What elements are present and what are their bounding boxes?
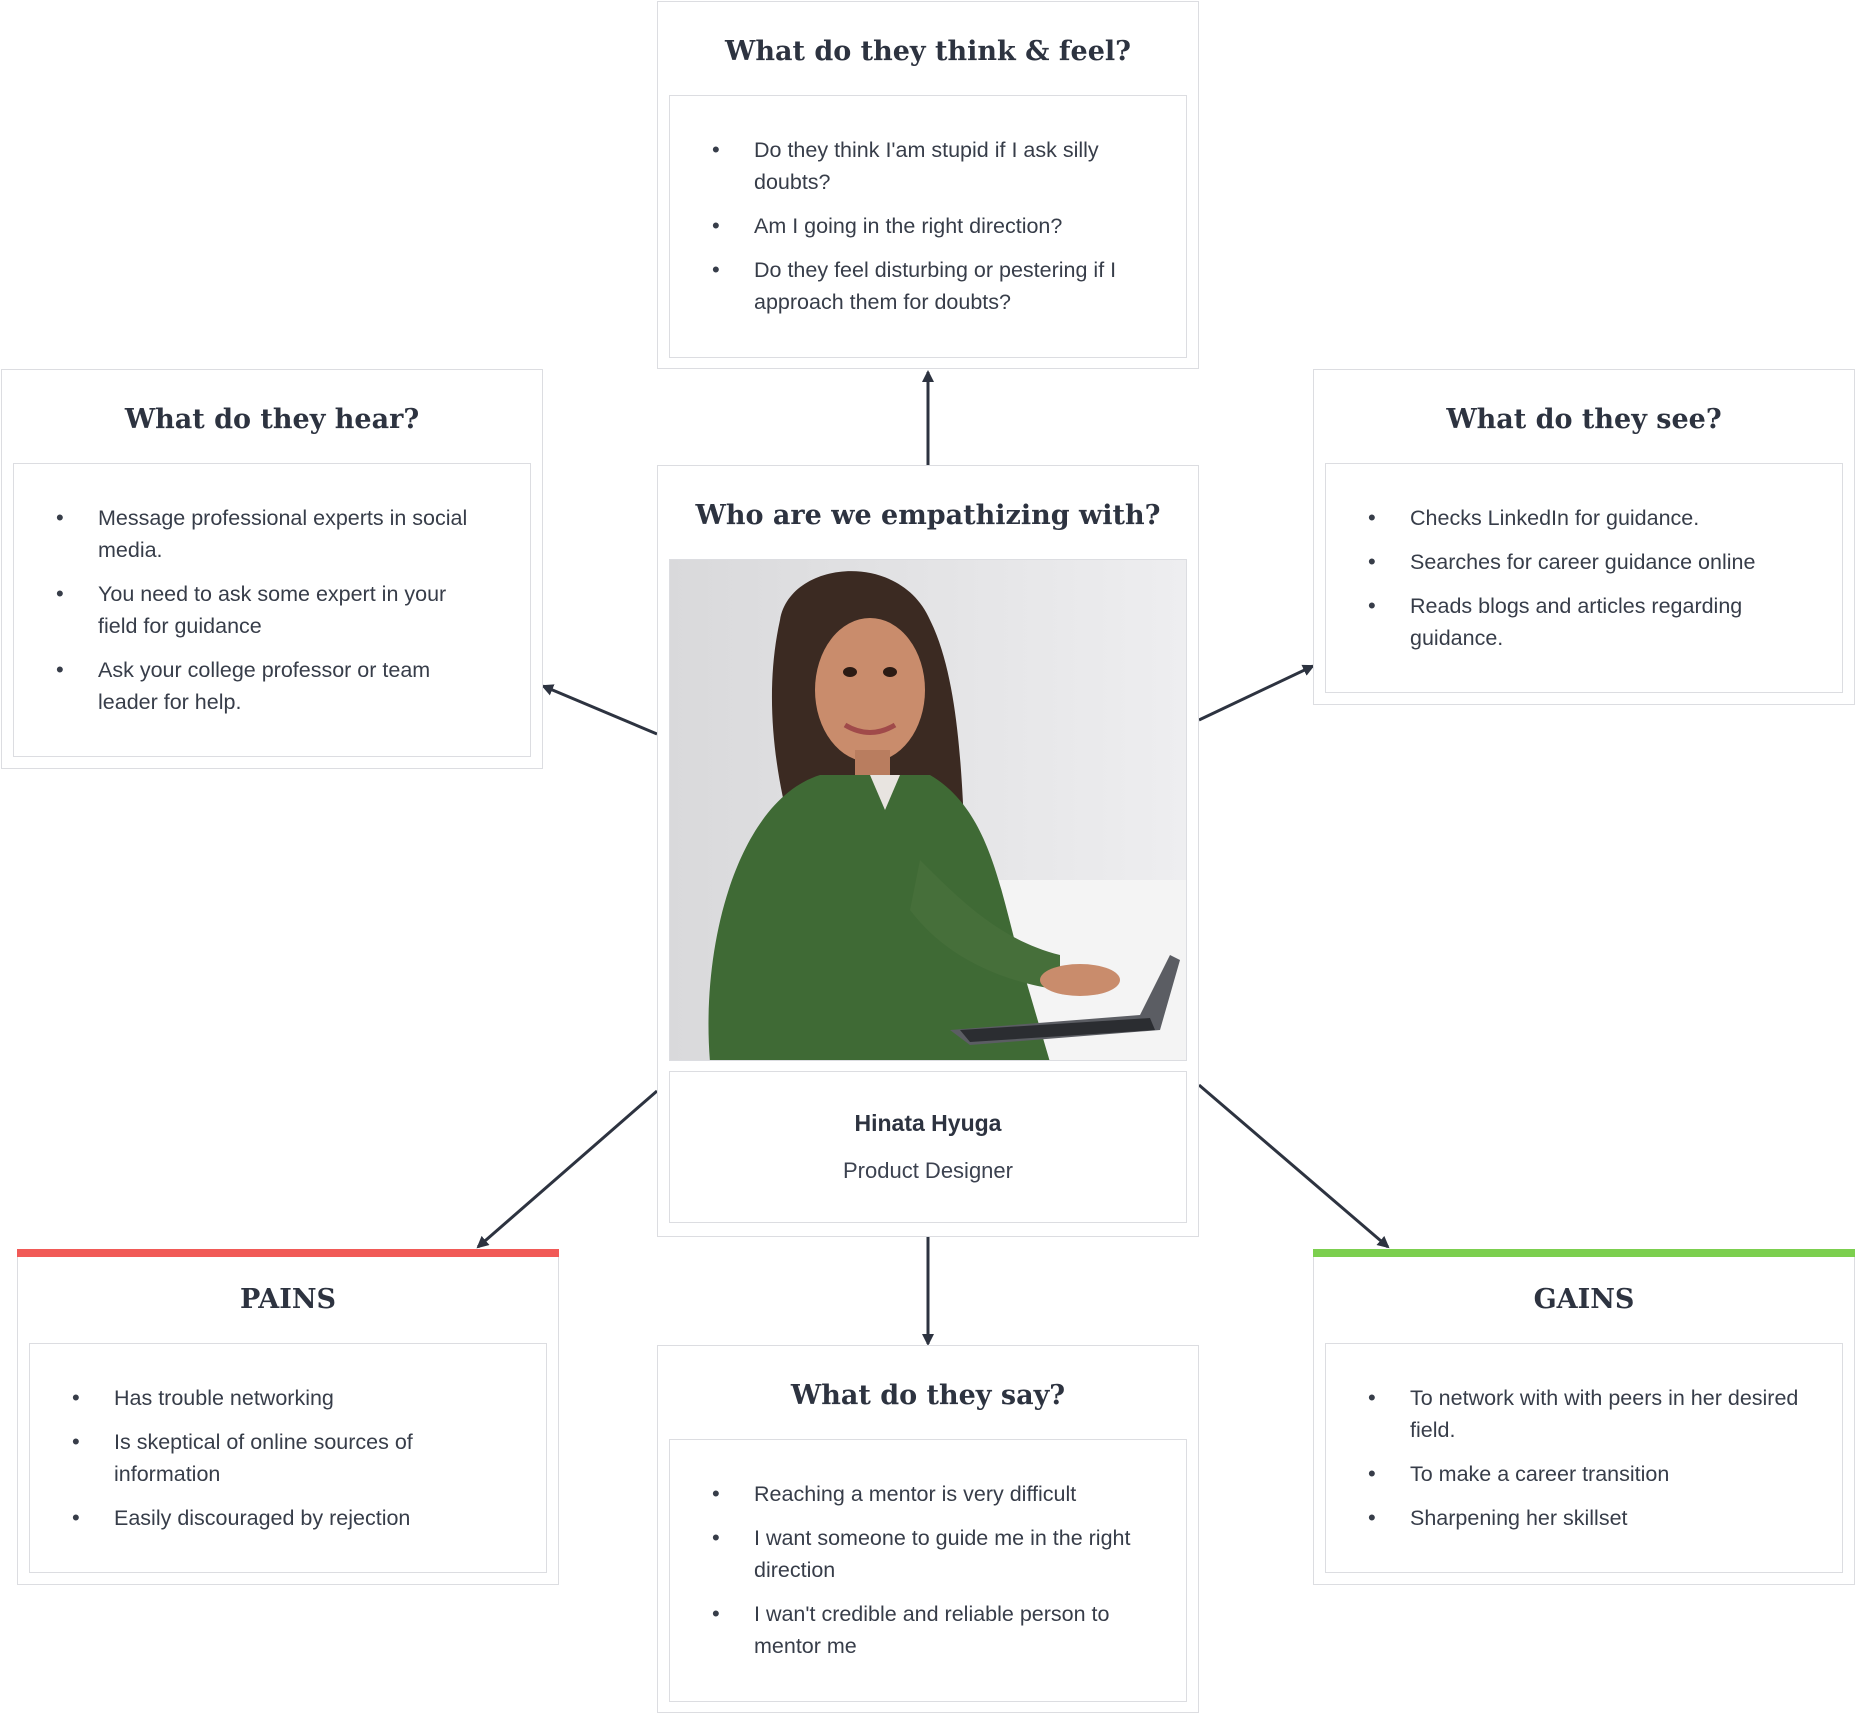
say-title: What do they say? [790, 1380, 1066, 1411]
hear-card: What do they hear? Message professional … [1, 369, 543, 769]
see-title: What do they see? [1446, 404, 1722, 435]
list-item: Do they think I'am stupid if I ask silly… [712, 134, 1146, 198]
list-item: Is skeptical of online sources of inform… [72, 1426, 506, 1490]
hear-title: What do they hear? [124, 404, 420, 435]
hear-list: Message professional experts in social m… [56, 502, 490, 718]
gains-title: GAINS [1533, 1284, 1635, 1315]
list-item: Sharpening her skillset [1368, 1502, 1802, 1534]
list-item: You need to ask some expert in your fiel… [56, 578, 490, 642]
arrow-to-hear [541, 684, 658, 736]
pains-accent-bar [17, 1249, 559, 1257]
persona-name-box: Hinata Hyuga Product Designer [669, 1071, 1187, 1223]
list-item: Reads blogs and articles regarding guida… [1368, 590, 1802, 654]
arrow-to-pains [476, 1089, 658, 1249]
persona-name: Hinata Hyuga [854, 1110, 1002, 1136]
arrow-to-gains [1198, 1083, 1390, 1249]
list-item: Easily discouraged by rejection [72, 1502, 506, 1534]
list-item: Reaching a mentor is very difficult [712, 1478, 1146, 1510]
see-list: Checks LinkedIn for guidance. Searches f… [1368, 502, 1802, 654]
see-card: What do they see? Checks LinkedIn for gu… [1313, 369, 1855, 705]
say-list: Reaching a mentor is very difficult I wa… [712, 1478, 1146, 1662]
arrow-to-see [1198, 664, 1315, 722]
persona-role: Product Designer [843, 1158, 1013, 1183]
list-item: Do they feel disturbing or pestering if … [712, 254, 1146, 318]
gains-accent-bar [1313, 1249, 1855, 1257]
persona-photo [669, 559, 1187, 1061]
pains-list-box: Has trouble networking Is skeptical of o… [29, 1343, 547, 1573]
think-feel-title: What do they think & feel? [725, 36, 1131, 67]
list-item: Searches for career guidance online [1368, 546, 1802, 578]
list-item: To network with with peers in her desire… [1368, 1382, 1802, 1446]
list-item: Am I going in the right direction? [712, 210, 1146, 242]
pains-card: PAINS Has trouble networking Is skeptica… [17, 1249, 559, 1585]
list-item: Message professional experts in social m… [56, 502, 490, 566]
list-item: I wan't credible and reliable person to … [712, 1598, 1146, 1662]
say-card: What do they say? Reaching a mentor is v… [657, 1345, 1199, 1713]
list-item: Has trouble networking [72, 1382, 506, 1414]
think-feel-card: What do they think & feel? Do they think… [657, 1, 1199, 369]
pains-title: PAINS [239, 1284, 337, 1315]
see-list-box: Checks LinkedIn for guidance. Searches f… [1325, 463, 1843, 693]
say-list-box: Reaching a mentor is very difficult I wa… [669, 1439, 1187, 1702]
gains-list-box: To network with with peers in her desire… [1325, 1343, 1843, 1573]
gains-card: GAINS To network with with peers in her … [1313, 1249, 1855, 1585]
hear-list-box: Message professional experts in social m… [13, 463, 531, 757]
think-feel-list: Do they think I'am stupid if I ask silly… [712, 134, 1146, 318]
persona-photo-illustration [670, 560, 1186, 1060]
list-item: To make a career transition [1368, 1458, 1802, 1490]
persona-card-title: Who are we empathizing with? [695, 500, 1161, 531]
pains-list: Has trouble networking Is skeptical of o… [72, 1382, 506, 1534]
think-feel-list-box: Do they think I'am stupid if I ask silly… [669, 95, 1187, 358]
list-item: Checks LinkedIn for guidance. [1368, 502, 1802, 534]
list-item: Ask your college professor or team leade… [56, 654, 490, 718]
gains-list: To network with with peers in her desire… [1368, 1382, 1802, 1534]
list-item: I want someone to guide me in the right … [712, 1522, 1146, 1586]
